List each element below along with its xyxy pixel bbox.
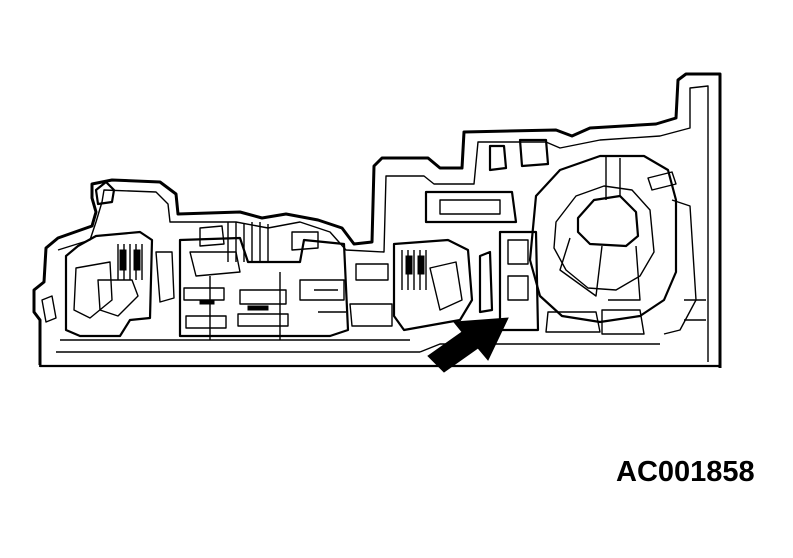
right-drum-assembly [498, 154, 706, 335]
left-clutch-assembly [41, 230, 175, 338]
bolt-and-bracket [94, 138, 550, 224]
transmission-housing-outline [32, 72, 722, 368]
shaft-base [38, 339, 722, 368]
planetary-gear-sets [178, 222, 350, 340]
figure-id-label: AC001858 [616, 456, 755, 488]
arrow-icon [427, 317, 509, 373]
right-clutch-assembly [349, 238, 494, 332]
